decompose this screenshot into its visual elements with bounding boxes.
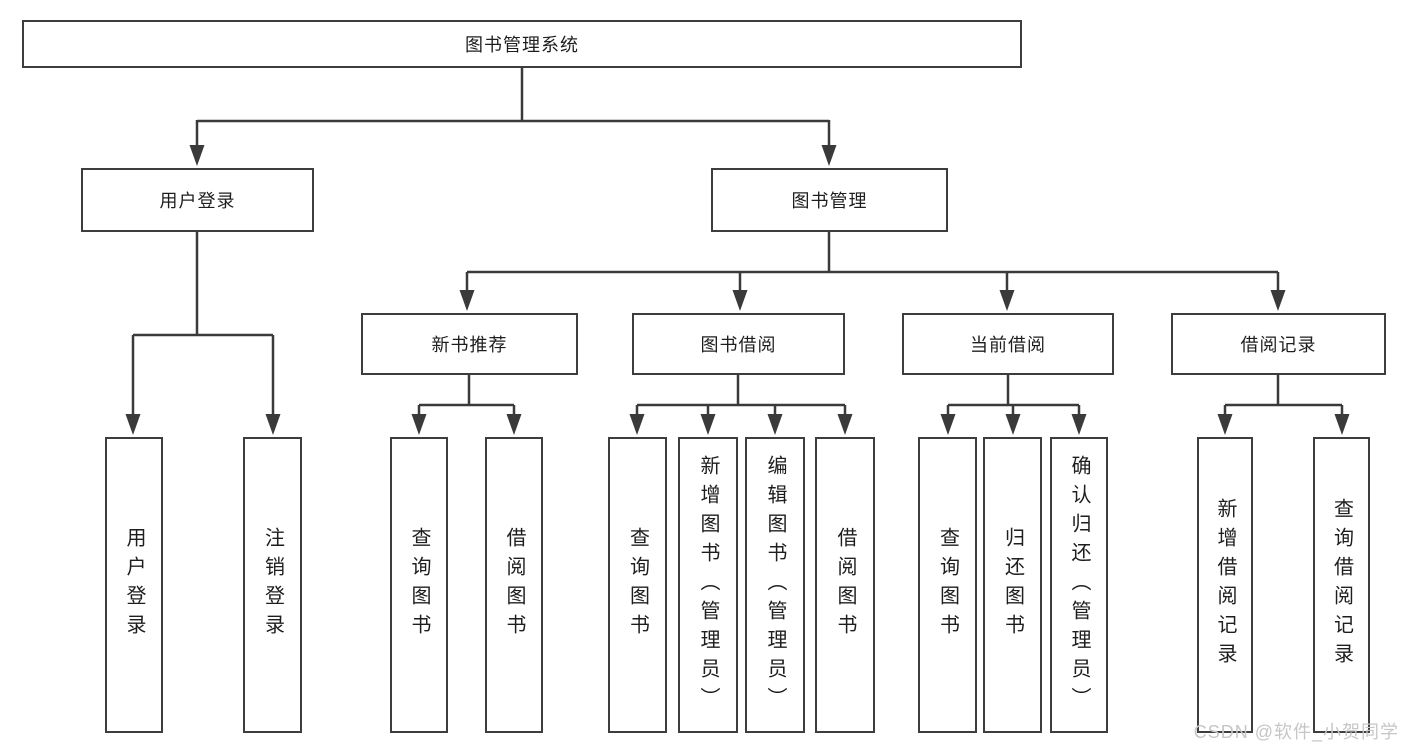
leaf-user-login: 用户登录 [105, 437, 163, 733]
leaf-recommend-borrow-books: 借阅图书 [485, 437, 543, 733]
leaf-borrow-query-books: 查询图书 [608, 437, 667, 733]
leaf-borrow-edit-books-admin: 编辑图书（管理员） [745, 437, 805, 733]
node-book-management: 图书管理 [711, 168, 948, 232]
leaf-records-query-record: 查询借阅记录 [1313, 437, 1370, 733]
node-new-book-recommend: 新书推荐 [361, 313, 578, 375]
leaf-records-add-record: 新增借阅记录 [1197, 437, 1253, 733]
leaf-current-query-books: 查询图书 [918, 437, 977, 733]
node-current-borrow: 当前借阅 [902, 313, 1114, 375]
leaf-current-confirm-return-admin: 确认归还（管理员） [1050, 437, 1108, 733]
node-book-borrow: 图书借阅 [632, 313, 845, 375]
leaf-borrow-borrow-books: 借阅图书 [815, 437, 875, 733]
csdn-watermark: CSDN @软件_小贺同学 [1193, 722, 1399, 742]
node-borrow-records: 借阅记录 [1171, 313, 1386, 375]
node-user-login: 用户登录 [81, 168, 314, 232]
node-library-system: 图书管理系统 [22, 20, 1022, 68]
leaf-current-return-books: 归还图书 [983, 437, 1042, 733]
leaf-borrow-add-books-admin: 新增图书（管理员） [678, 437, 738, 733]
leaf-logout: 注销登录 [243, 437, 302, 733]
leaf-recommend-query-books: 查询图书 [390, 437, 448, 733]
